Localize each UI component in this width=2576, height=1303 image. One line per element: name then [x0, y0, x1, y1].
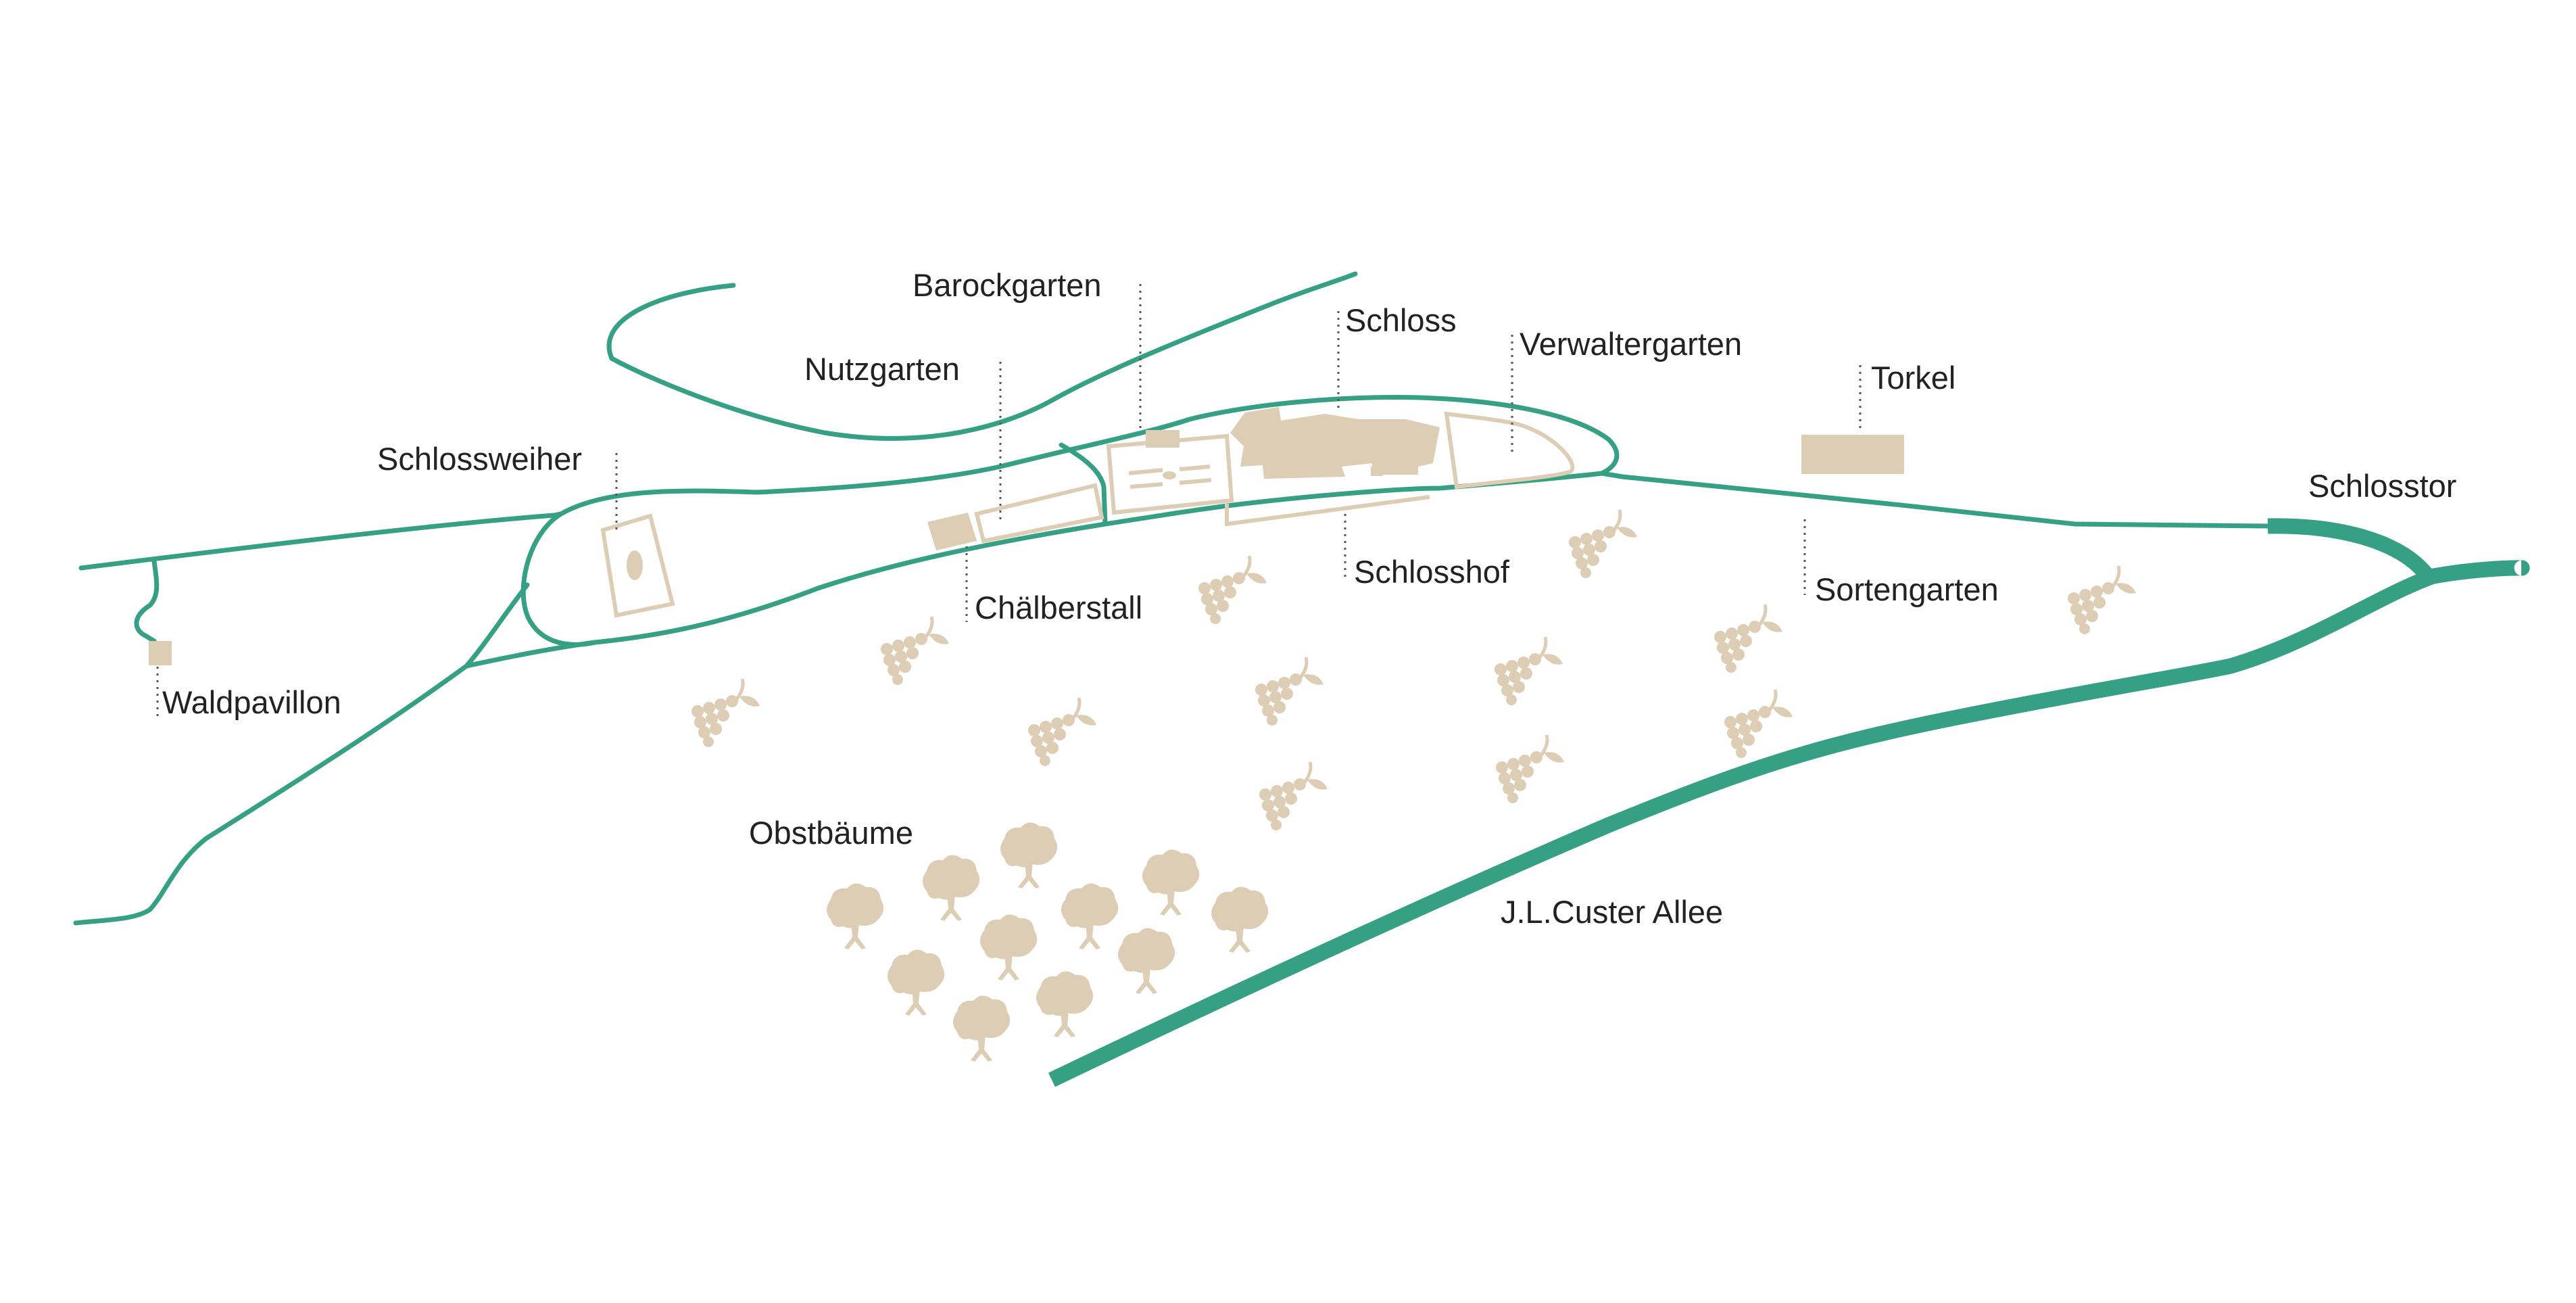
fruit-tree-icon	[1036, 971, 1094, 1037]
grape-cluster-icon	[881, 617, 949, 685]
grape-cluster-icon	[1028, 698, 1096, 766]
path-southwest-link	[464, 640, 598, 669]
label-jl-custer-allee: J.L.Custer Allee	[1501, 894, 1723, 930]
label-sortengarten: Sortengarten	[1815, 571, 1999, 607]
schloss-tower	[1371, 467, 1383, 476]
fruit-tree-icon	[1118, 928, 1175, 994]
orchard	[827, 822, 1269, 1062]
schlossweiher-pond	[627, 550, 643, 580]
fruit-tree-icon	[1142, 849, 1200, 916]
grape-cluster-icon	[691, 679, 760, 747]
barockgarten-fountain	[1163, 471, 1176, 479]
path-main-upper	[78, 511, 564, 571]
grape-cluster-icon	[1259, 762, 1328, 830]
labels: Barockgarten Schloss Verwaltergarten Nut…	[162, 267, 2456, 930]
fruit-tree-icon	[1061, 883, 1119, 949]
fruit-tree-icon	[980, 914, 1038, 980]
label-schloss: Schloss	[1345, 302, 1457, 338]
grape-cluster-icon	[1494, 637, 1563, 705]
waldpavillon-building	[149, 641, 172, 665]
label-torkel: Torkel	[1871, 360, 1955, 396]
verwaltergarten-outline	[1444, 411, 1575, 490]
fruit-tree-icon	[1211, 886, 1269, 953]
schlosshof-outline	[1225, 495, 1430, 527]
label-schlossweiher: Schlossweiher	[377, 441, 582, 477]
fruit-tree-icon	[953, 995, 1011, 1062]
path-lake-ring	[520, 511, 598, 647]
fruit-tree-icon	[1000, 822, 1058, 889]
grape-cluster-icon	[1569, 510, 1637, 578]
barockgarten-pavilion	[1146, 430, 1180, 448]
schlossweiher-outline	[600, 513, 675, 618]
label-waldpavillon: Waldpavillon	[162, 684, 341, 720]
label-obstbaeume: Obstbäume	[749, 815, 913, 851]
path-north-spur	[1059, 442, 1108, 527]
label-verwaltergarten: Verwaltergarten	[1520, 326, 1742, 362]
barockgarten-outline	[1106, 433, 1234, 515]
grape-cluster-icon	[2068, 566, 2136, 634]
fruit-tree-icon	[827, 883, 884, 949]
path-estate-south	[592, 471, 1605, 645]
grape-cluster-icon	[1724, 690, 1793, 758]
barockgarten-parterre	[1128, 465, 1212, 489]
path-east	[1599, 471, 2270, 529]
grape-cluster-icon	[1198, 556, 1267, 624]
torkel-building	[1801, 435, 1904, 474]
path-lake-north	[558, 395, 1620, 517]
path-southwest	[73, 582, 530, 926]
grape-cluster-icon	[1496, 735, 1564, 803]
label-schlosshof: Schlosshof	[1354, 554, 1510, 590]
label-schlosstor: Schlosstor	[2308, 468, 2456, 504]
paths	[73, 271, 2530, 1087]
fruit-tree-icon	[923, 855, 980, 921]
path-north-loop	[606, 271, 1358, 441]
label-nutzgarten: Nutzgarten	[804, 351, 960, 387]
grape-cluster-icon	[1714, 605, 1782, 673]
road-schlosstor	[2267, 518, 2433, 580]
schloss-building	[1230, 407, 1440, 479]
label-chaelberstall: Chälberstall	[975, 590, 1142, 625]
fruit-tree-icon	[888, 949, 945, 1016]
nutzgarten-outline	[974, 483, 1104, 544]
path-west-junction	[134, 559, 160, 644]
buildings	[149, 407, 1904, 665]
leader-lines	[156, 284, 1862, 720]
grape-cluster-icon	[1255, 657, 1323, 726]
chaelberstall-building	[927, 513, 977, 550]
road-jl-custer-allee	[1048, 560, 2530, 1087]
label-barockgarten: Barockgarten	[913, 267, 1102, 303]
